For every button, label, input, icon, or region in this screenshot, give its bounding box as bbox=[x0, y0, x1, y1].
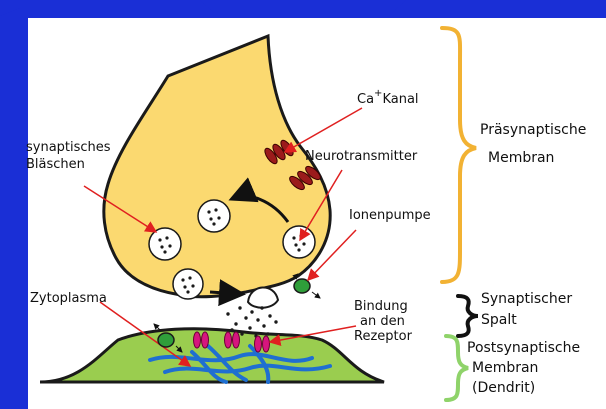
binding-label-3: Rezeptor bbox=[354, 329, 413, 344]
ca-channel-label: Ca+Kanal bbox=[357, 88, 419, 107]
vesicle bbox=[149, 228, 181, 260]
presynaptic-label-1: Präsynaptische bbox=[480, 122, 586, 138]
binding-label-2: an den bbox=[360, 314, 405, 329]
ca-channel-arrow bbox=[285, 108, 362, 152]
vesicle bbox=[198, 200, 230, 232]
presynaptic-label-2: Membran bbox=[488, 150, 554, 166]
postsynaptic-label-2: Membran bbox=[472, 360, 538, 376]
neurotransmitter-label: Neurotransmitter bbox=[305, 149, 418, 164]
postsynaptic-label-3: (Dendrit) bbox=[472, 380, 535, 396]
binding-label-1: Bindung bbox=[354, 299, 408, 314]
synaptic-vesicles-label-2: Bläschen bbox=[26, 157, 85, 172]
vesicle bbox=[173, 269, 203, 299]
postsynaptic-label-1: Postsynaptische bbox=[467, 340, 580, 356]
postsynaptic-brace bbox=[446, 336, 468, 400]
ion-pump-label: Ionenpumpe bbox=[349, 208, 431, 223]
cytoplasm-label: Zytoplasma bbox=[30, 291, 107, 306]
cleft-label-1: Synaptischer bbox=[481, 291, 572, 307]
vesicle bbox=[283, 226, 315, 258]
cleft-brace bbox=[458, 296, 478, 336]
fusion-arrow bbox=[210, 292, 240, 294]
presynaptic-brace bbox=[442, 28, 476, 282]
synaptic-vesicles-label: synaptisches bbox=[26, 140, 111, 155]
cleft-label-2: Spalt bbox=[481, 312, 517, 328]
